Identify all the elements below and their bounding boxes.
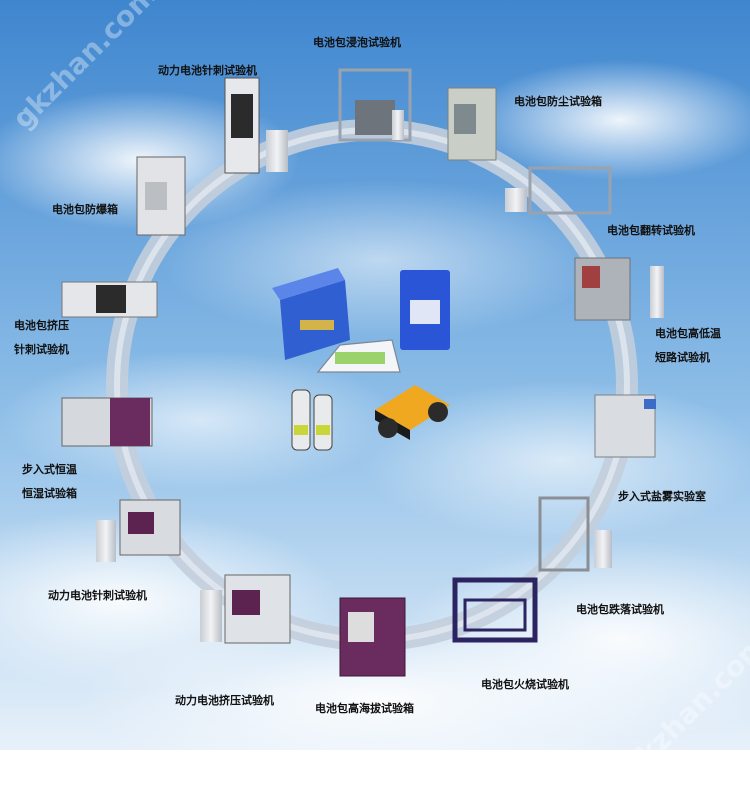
center-ebike-batteries [291, 389, 333, 451]
label-hilow-short-line2: 短路试验机 [655, 351, 710, 364]
label-flip: 电池包翻转试验机 [607, 224, 695, 237]
diagram-canvas [0, 0, 750, 750]
label-explosion: 电池包防爆箱 [52, 203, 118, 216]
label-walkin-th: 步入式恒温 恒湿试验箱 [22, 458, 77, 506]
label-hilow-short-line1: 电池包高低温 [655, 327, 721, 340]
label-fire: 电池包火烧试验机 [481, 678, 569, 691]
center-battery-pack-blue [272, 268, 350, 360]
machine-nail-bottom [96, 499, 181, 562]
label-immersion: 电池包浸泡试验机 [313, 36, 401, 49]
machine-crush-nail [61, 281, 158, 318]
machine-altitude [339, 597, 406, 677]
machine-flip [505, 166, 612, 215]
label-walkin-th-line2: 恒湿试验箱 [22, 487, 77, 500]
machine-dust [447, 87, 497, 161]
label-crush-nail-line2: 针刺试验机 [14, 343, 69, 356]
machine-salt-fog [594, 394, 656, 458]
label-walkin-th-line1: 步入式恒温 [22, 463, 77, 476]
label-nail-bottom: 动力电池针刺试验机 [48, 589, 147, 602]
machine-nail-top [224, 77, 288, 174]
label-crush-nail: 电池包挤压 针刺试验机 [14, 314, 69, 362]
machine-hilow-short [574, 257, 664, 321]
machine-explosion [136, 156, 186, 236]
label-dust: 电池包防尘试验箱 [514, 95, 602, 108]
label-crush-power: 动力电池挤压试验机 [175, 694, 274, 707]
label-nail-top: 动力电池针刺试验机 [158, 64, 257, 77]
machine-drop [538, 496, 612, 572]
clouds [0, 60, 750, 750]
label-altitude: 电池包高海拔试验箱 [315, 702, 414, 715]
machine-immersion [338, 68, 412, 142]
center-car-frame [316, 339, 401, 373]
center-battery-cell [400, 270, 450, 350]
label-salt-fog: 步入式盐雾实验室 [618, 490, 706, 503]
center-forklift-battery [375, 385, 450, 440]
label-crush-nail-line1: 电池包挤压 [14, 319, 69, 332]
label-drop: 电池包跌落试验机 [576, 603, 664, 616]
machine-fire [452, 577, 538, 643]
machine-walkin-th [61, 397, 153, 447]
label-hilow-short: 电池包高低温 短路试验机 [655, 322, 721, 370]
machine-crush-power [200, 574, 291, 644]
